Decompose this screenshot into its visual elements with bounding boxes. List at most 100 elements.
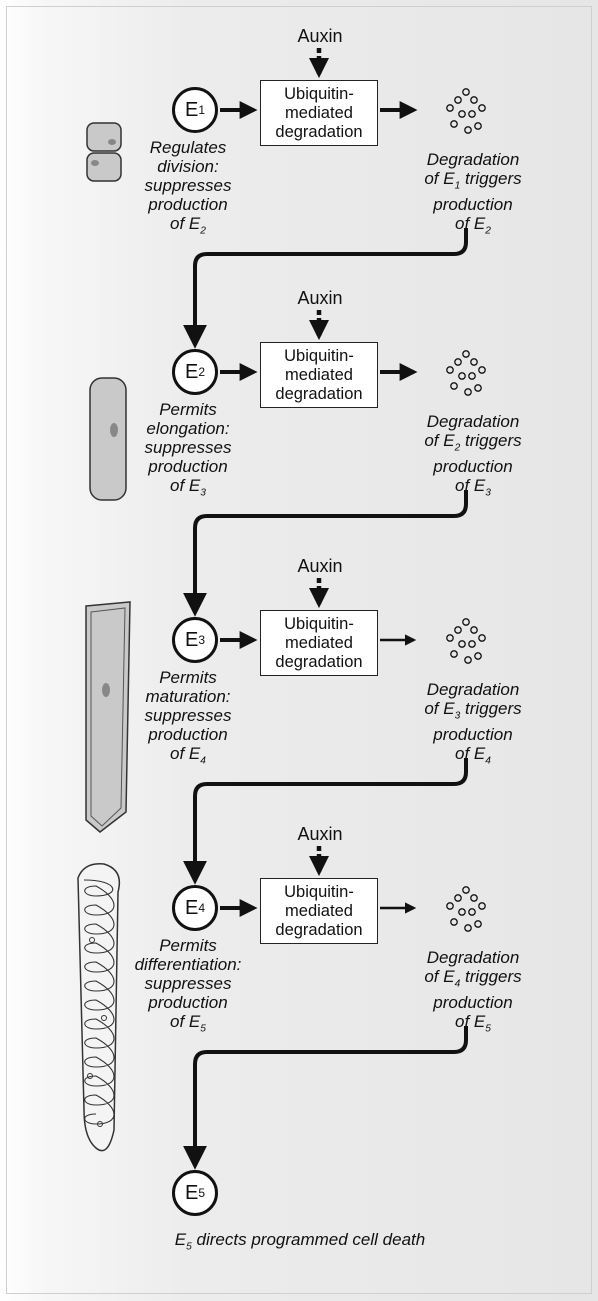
auxin-label: Auxin <box>297 824 343 844</box>
degraded-fragment-dot <box>446 902 454 910</box>
right-deg-text: of E <box>424 431 455 450</box>
right-description-last-line: of E3 <box>398 476 548 502</box>
degraded-fragment-dot <box>468 372 476 380</box>
enzyme-subscript: 3 <box>198 633 206 647</box>
box-line: degradation <box>275 920 363 939</box>
cell-nucleus <box>102 683 110 697</box>
right-deg-subscript: 3 <box>454 710 461 722</box>
maturing-cell <box>85 601 131 833</box>
right-description-degradation-line: of E2 triggers <box>398 431 548 457</box>
right-last-subscript: 2 <box>485 225 491 237</box>
box-line: mediated <box>285 633 353 652</box>
degraded-fragment-dot <box>468 908 476 916</box>
right-last-subscript: 5 <box>485 1023 491 1035</box>
right-description-degradation-line: of E4 triggers <box>398 967 548 993</box>
vessel-pit <box>87 1073 93 1079</box>
vessel-pit <box>89 937 95 943</box>
left-last-text: of E <box>170 1012 201 1031</box>
left-last-text: of E <box>170 214 201 233</box>
final-caption-text: directs programmed cell death <box>191 1230 426 1249</box>
degraded-fragment-dot <box>462 88 470 96</box>
right-last-text: of E <box>455 214 486 234</box>
degraded-fragment-dot <box>474 122 482 130</box>
degraded-fragment-dot <box>474 652 482 660</box>
enzyme-letter: E <box>184 98 199 121</box>
final-caption: E5 directs programmed cell death <box>174 1230 426 1253</box>
degraded-fragment-dot <box>470 358 478 366</box>
right-deg-trailing: triggers <box>460 967 522 986</box>
degraded-fragment-dot <box>454 96 462 104</box>
degraded-fragment-dot <box>462 886 470 894</box>
right-description-line: Degradation <box>426 680 520 699</box>
final-caption-subscript: 5 <box>186 1241 192 1253</box>
right-description-last-line: of E2 <box>398 214 548 240</box>
degraded-fragment-dot <box>470 894 478 902</box>
left-description-line: suppresses <box>144 974 232 993</box>
degraded-fragment-dot <box>478 104 486 112</box>
left-description-line: division: <box>157 157 219 176</box>
dividing-cell-bottom <box>86 152 122 182</box>
degraded-fragment-dot <box>468 110 476 118</box>
left-description-line: elongation: <box>146 419 230 438</box>
degraded-fragment-dot <box>450 382 458 390</box>
left-description-line: suppresses <box>144 706 232 725</box>
left-last-subscript: 4 <box>200 755 206 767</box>
degraded-fragment-dot <box>454 894 462 902</box>
enzyme-e5-subscript: 5 <box>198 1186 206 1200</box>
right-description-line: Degradation <box>426 150 520 169</box>
enzyme-subscript: 1 <box>198 103 206 117</box>
degraded-fragment-dot <box>462 350 470 358</box>
stage-connector-arrow <box>183 1026 468 1170</box>
right-deg-trailing: triggers <box>460 431 522 450</box>
cell-nucleus <box>110 423 118 437</box>
left-description-line: Regulates <box>149 138 227 157</box>
left-last-text: of E <box>170 744 201 763</box>
right-deg-trailing: triggers <box>460 699 522 718</box>
differentiating-cell <box>77 863 121 1152</box>
right-description-last-line: of E4 <box>398 744 548 770</box>
right-deg-subscript: 2 <box>454 442 461 454</box>
degraded-fragment-dot <box>458 372 466 380</box>
degraded-fragment-dot <box>474 920 482 928</box>
right-deg-trailing: triggers <box>460 169 522 188</box>
right-description-line: Degradation <box>426 412 520 431</box>
degraded-fragment-dot <box>454 626 462 634</box>
box-line: mediated <box>285 365 353 384</box>
degraded-fragment-dot <box>470 96 478 104</box>
right-description-line: production <box>433 195 513 215</box>
maturing-cell-wall <box>90 607 126 827</box>
auxin-label: Auxin <box>297 26 343 46</box>
degraded-fragment-dot <box>454 358 462 366</box>
stage-connector-arrow <box>183 228 468 349</box>
left-description-last-line: of E2 <box>120 214 256 240</box>
right-description-line: production <box>433 993 513 1013</box>
right-last-text: of E <box>455 744 486 764</box>
left-description-line: Permits <box>159 400 217 419</box>
degraded-fragment-dot <box>462 618 470 626</box>
box-line: Ubiquitin- <box>284 346 354 365</box>
right-description-line: production <box>433 457 513 477</box>
stage-connector-arrow <box>183 758 468 885</box>
left-description-line: production <box>148 195 228 214</box>
vessel-pit <box>101 1015 107 1021</box>
right-description-degradation-line: of E1 triggers <box>398 169 548 195</box>
left-description-line: Permits <box>159 936 217 955</box>
right-last-text: of E <box>455 476 486 496</box>
box-line: degradation <box>275 122 363 141</box>
box-line: degradation <box>275 652 363 671</box>
left-description-line: production <box>148 993 228 1012</box>
auxin-label: Auxin <box>297 288 343 308</box>
left-description-line: suppresses <box>144 176 232 195</box>
left-description-line: production <box>148 725 228 744</box>
degraded-fragment-dot <box>464 924 472 932</box>
degraded-fragment-dot <box>478 902 486 910</box>
